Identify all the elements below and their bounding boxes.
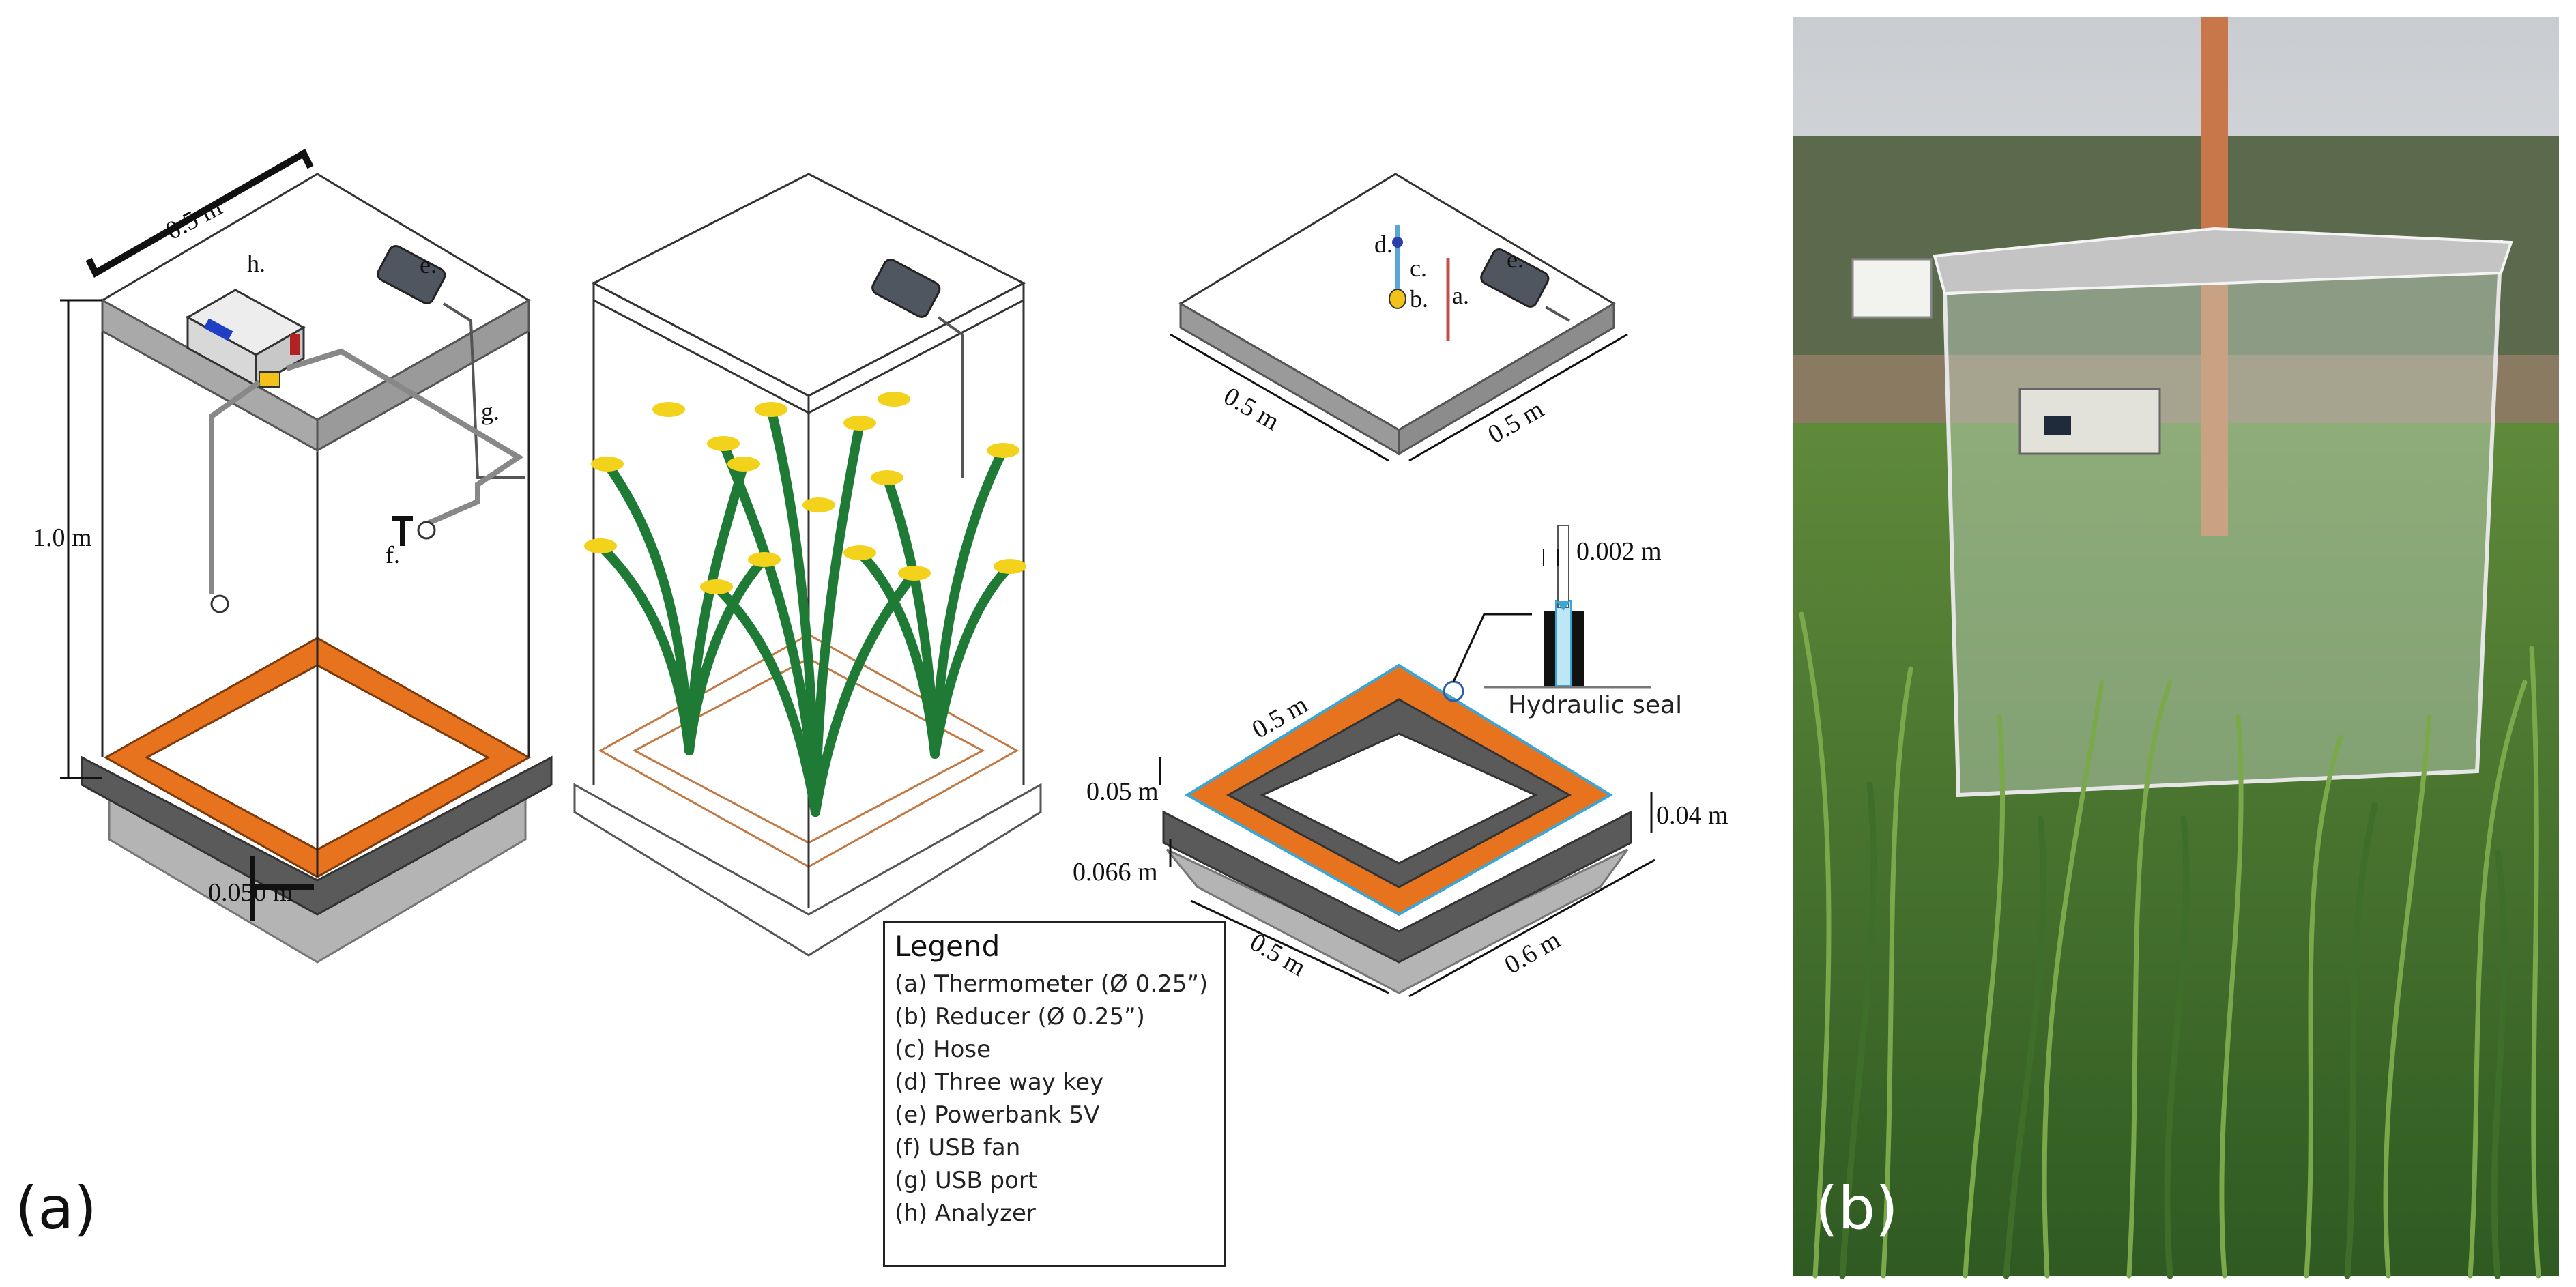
legend-title: Legend (895, 929, 1000, 963)
label-b: b. (1410, 285, 1428, 313)
powerbank-device (871, 259, 941, 318)
label-a: a. (1452, 282, 1469, 309)
dim-seal-gap-text: 0.002 m (1576, 537, 1662, 566)
label-e: e. (420, 251, 437, 278)
powerbank-device (1480, 248, 1550, 308)
photo-rice-blades (1799, 611, 2541, 1279)
legend-item-hose: (c) Hose (895, 1036, 992, 1063)
photo-sign (1851, 258, 1933, 319)
chamber-plant-view (573, 173, 1042, 957)
usb-cable (442, 302, 525, 479)
frame-outline-inner (632, 657, 985, 844)
dim-lid-depth-line (1408, 333, 1628, 462)
seal-water (1555, 600, 1572, 686)
usb-cable (937, 316, 964, 478)
base-detail-opening (1260, 732, 1538, 865)
legend-item-powerbank: (e) Powerbank 5V (895, 1101, 1100, 1129)
legend-item-usb-port: (g) USB port (895, 1167, 1038, 1194)
powerbank-device (377, 245, 446, 304)
reducer (1389, 289, 1406, 309)
usb-cable (1545, 306, 1570, 322)
panel-label-b: (b) (1815, 1174, 1898, 1243)
lid-detail-side (1398, 302, 1615, 456)
dim-base-front-line (1190, 899, 1389, 994)
dim-lid-depth-text: 0.5 m (1483, 395, 1548, 450)
hose-left (209, 379, 261, 594)
chamber-equipment-view: 0.5 m 1.0 m 0.050 m h. e. g. (33, 149, 553, 964)
dim-lid-width-text: 0.5 m (1219, 381, 1284, 436)
label-e: e. (1507, 246, 1524, 273)
rice-flowers (584, 392, 1026, 594)
lid-top (100, 173, 531, 421)
lid-detail: a. d. c. b. e. 0.5 m 0.5 m (1170, 173, 1628, 462)
dim-base-side-text: 0.04 m (1656, 801, 1728, 830)
base-detail-dark (1162, 810, 1632, 964)
photo-rice-blades-dark (1839, 781, 2508, 1279)
photo-chamber-lid (1933, 227, 2513, 295)
lid-side (807, 281, 1025, 415)
legend-box: Legend (a) Thermometer (Ø 0.25”) (b) Red… (883, 921, 1226, 1267)
label-d: d. (1374, 231, 1393, 258)
label-f: f. (386, 541, 400, 568)
fan-left (210, 594, 229, 613)
photo-analyzer (2018, 388, 2161, 455)
photo-analyzer-screen (2044, 416, 2071, 435)
dim-base-depth-text: 0.066 m (1073, 858, 1158, 886)
legend-item-reducer: (b) Reducer (Ø 0.25”) (895, 1003, 1145, 1030)
dim-base-height-text: 0.05 m (1086, 777, 1159, 806)
legend-item-thermometer: (a) Thermometer (Ø 0.25”) (895, 970, 1209, 998)
fan-right (417, 521, 436, 540)
field-photo (1793, 17, 2559, 1279)
lid-side-right (316, 298, 530, 452)
dim-base-outer-line (1408, 858, 1655, 998)
legend-item-analyzer: (h) Analyzer (895, 1200, 1036, 1227)
dim-lid-width-line (1170, 333, 1389, 462)
photo-grass (1793, 423, 2559, 1276)
label-h: h. (247, 250, 265, 277)
legend-list: (a) Thermometer (Ø 0.25”) (b) Reducer (Ø… (895, 968, 1214, 1230)
label-c: c. (1410, 255, 1427, 282)
legend-item-usb-fan: (f) USB fan (895, 1134, 1021, 1161)
three-way-key (1392, 237, 1403, 248)
seal-water-mark (1556, 601, 1571, 611)
hydraulic-seal-label: Hydraulic seal (1508, 691, 1682, 719)
seal-callout-leader (1452, 613, 1532, 682)
photo-chamber-glass (1942, 240, 2504, 798)
hose-right (285, 348, 524, 528)
dim-base-text: 0.050 m (208, 878, 293, 907)
base-dark-gray (81, 755, 553, 916)
dim-height-text: 1.0 m (33, 523, 92, 552)
dim-width-line (85, 149, 314, 278)
panel-label-a: (a) (15, 1174, 97, 1243)
label-g: g. (481, 398, 500, 425)
lid-top-outline (591, 173, 1026, 397)
legend-item-three-way-key: (d) Three way key (895, 1069, 1104, 1096)
base-outline (573, 783, 1042, 957)
seal-wall (1557, 525, 1569, 608)
